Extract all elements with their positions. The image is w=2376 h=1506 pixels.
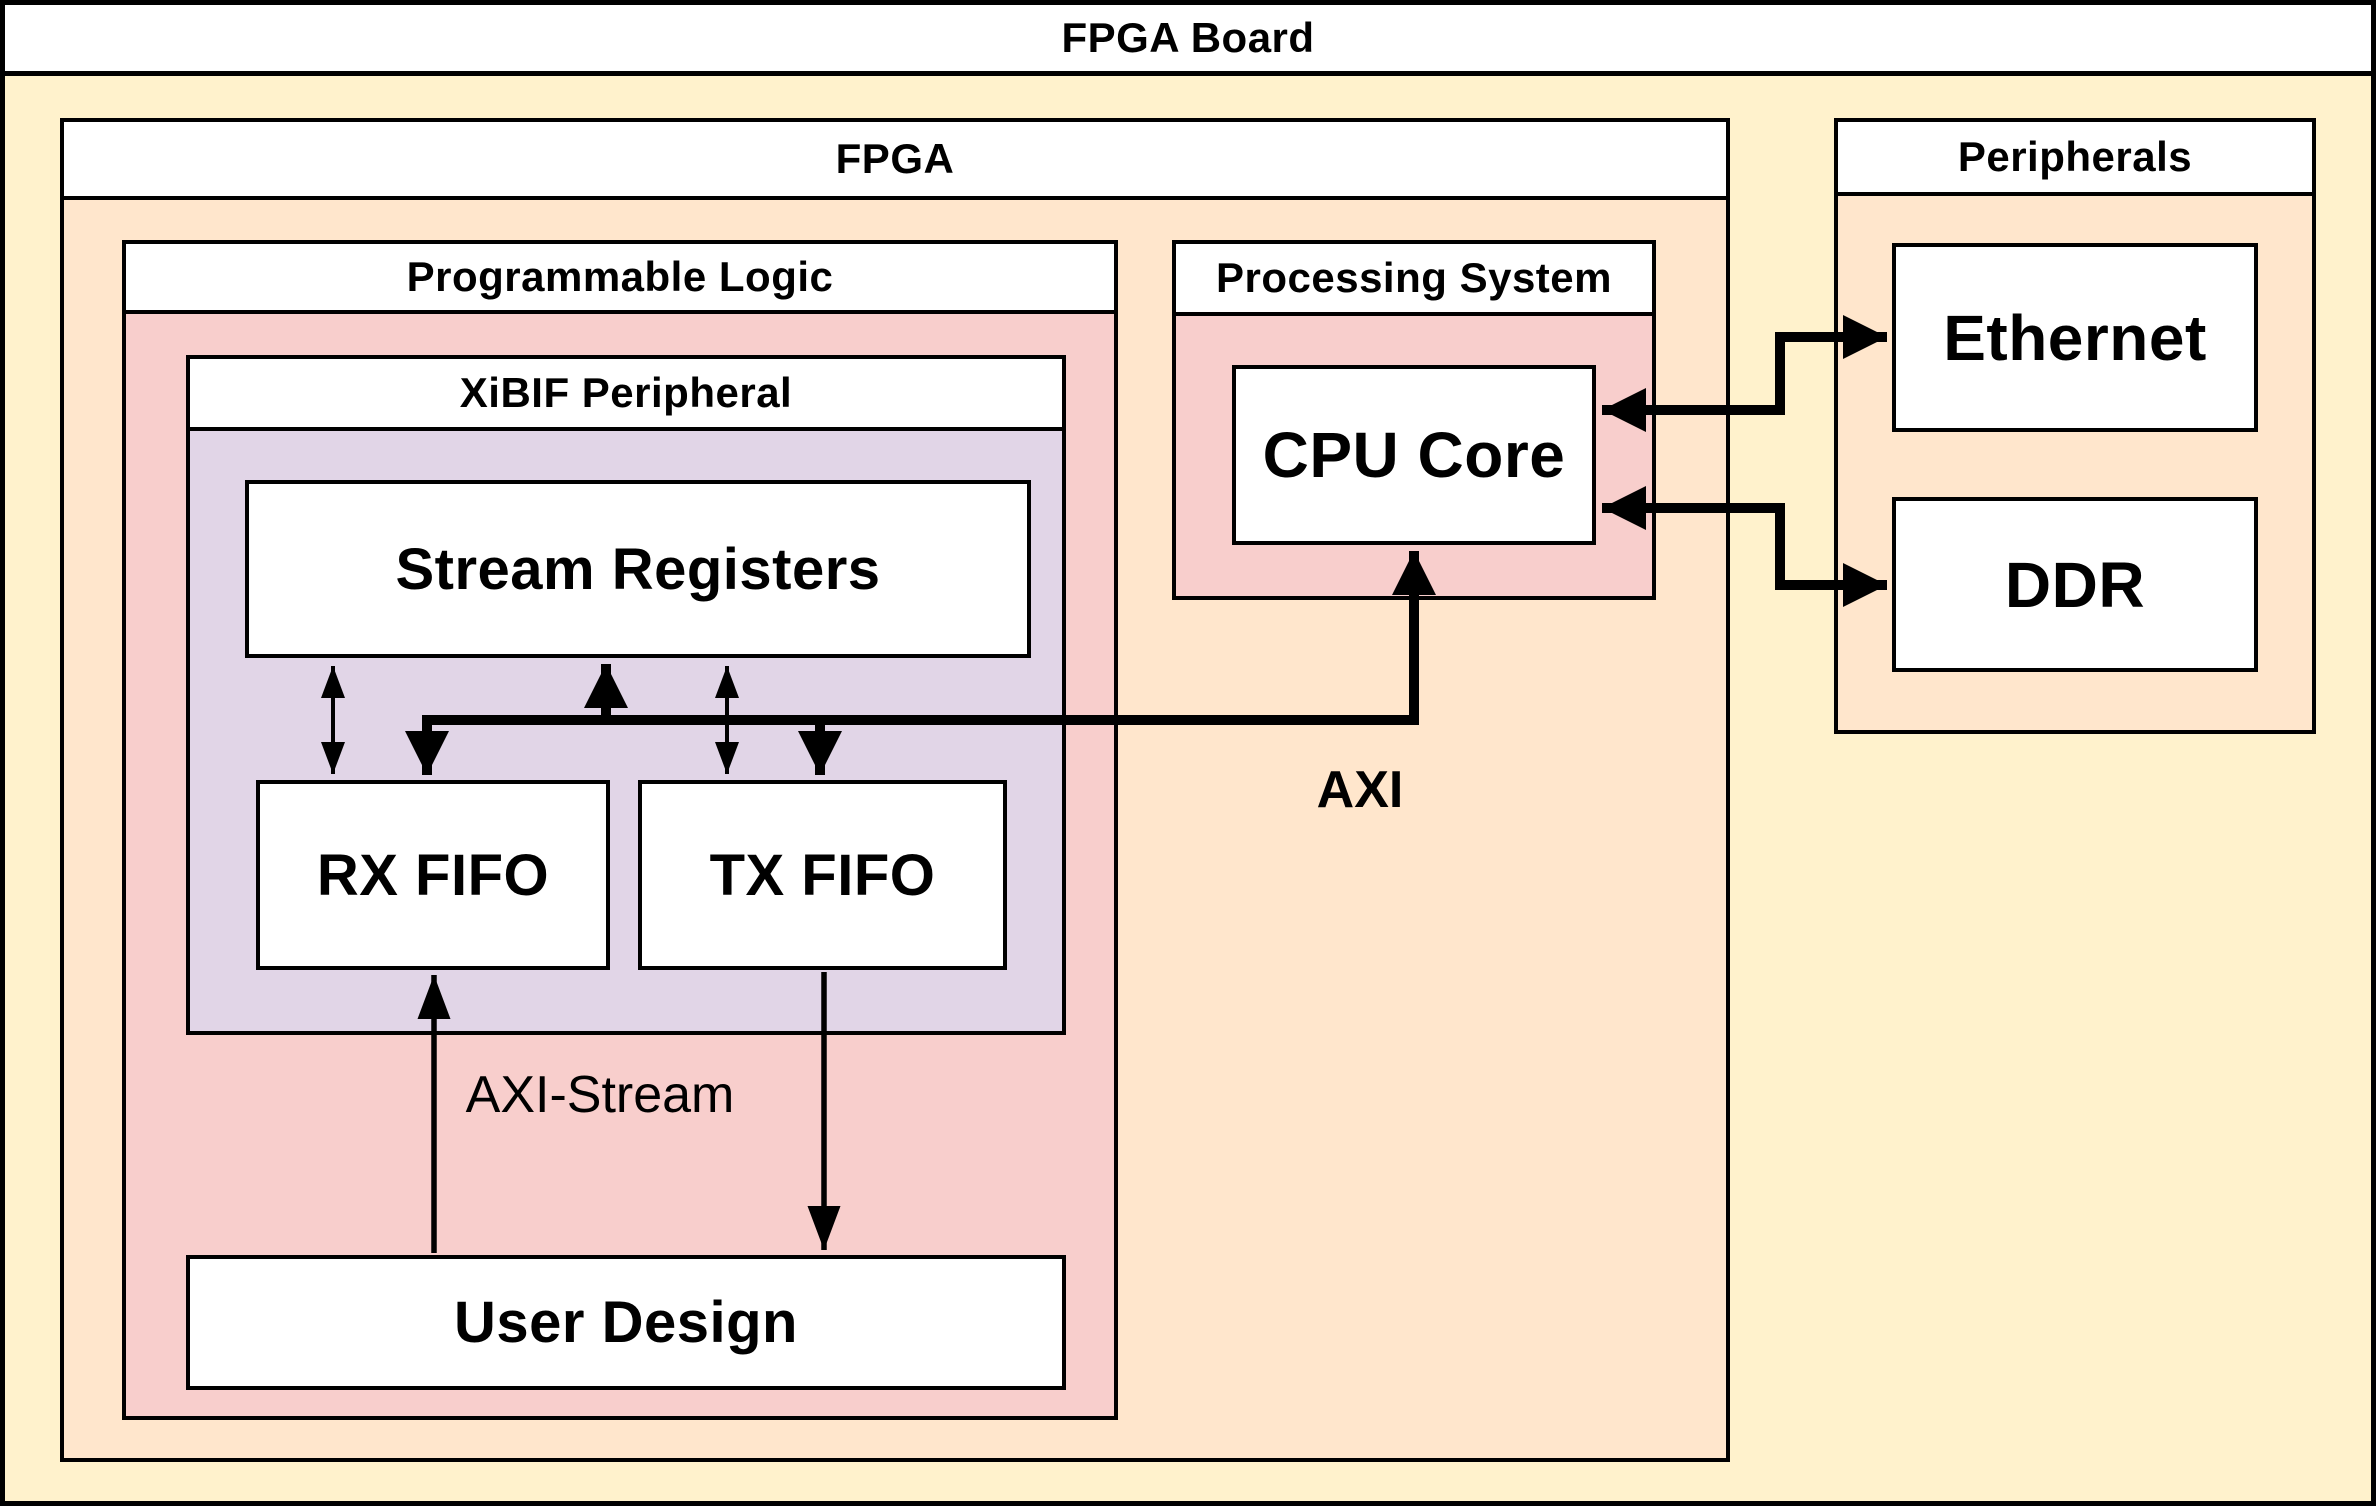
xibif-peripheral-title: XiBIF Peripheral	[459, 369, 793, 416]
ddr-label: DDR	[2004, 548, 2146, 621]
fpga-board-title: FPGA Board	[1061, 14, 1315, 61]
fpga-title-band: FPGA	[64, 122, 1726, 200]
stream-registers-label: Stream Registers	[395, 536, 881, 602]
programmable-logic-title: Programmable Logic	[406, 253, 834, 300]
tx-fifo-label: TX FIFO	[709, 842, 936, 908]
ethernet-label: Ethernet	[1943, 301, 2207, 374]
processing-system-title-band: Processing System	[1176, 244, 1652, 316]
user-design-box: User Design	[186, 1255, 1066, 1390]
fpga-board-title-band: FPGA Board	[5, 5, 2371, 76]
processing-system-title: Processing System	[1215, 254, 1612, 301]
axi-stream-bus-label: AXI-Stream	[465, 1066, 735, 1124]
rx-fifo-label: RX FIFO	[316, 842, 550, 908]
ethernet-box: Ethernet	[1892, 243, 2258, 432]
peripherals-title: Peripherals	[1957, 133, 2193, 180]
cpu-core-label: CPU Core	[1262, 419, 1566, 491]
rx-fifo-box: RX FIFO	[256, 780, 610, 970]
peripherals-title-band: Peripherals	[1838, 122, 2312, 196]
stream-registers-box: Stream Registers	[245, 480, 1031, 658]
xibif-peripheral-title-band: XiBIF Peripheral	[190, 359, 1062, 431]
programmable-logic-title-band: Programmable Logic	[126, 244, 1114, 314]
ddr-box: DDR	[1892, 497, 2258, 672]
fpga-title: FPGA	[835, 135, 955, 182]
axi-bus-label: AXI	[1316, 761, 1404, 819]
tx-fifo-box: TX FIFO	[638, 780, 1007, 970]
cpu-core-box: CPU Core	[1232, 365, 1596, 545]
user-design-label: User Design	[454, 1290, 798, 1355]
